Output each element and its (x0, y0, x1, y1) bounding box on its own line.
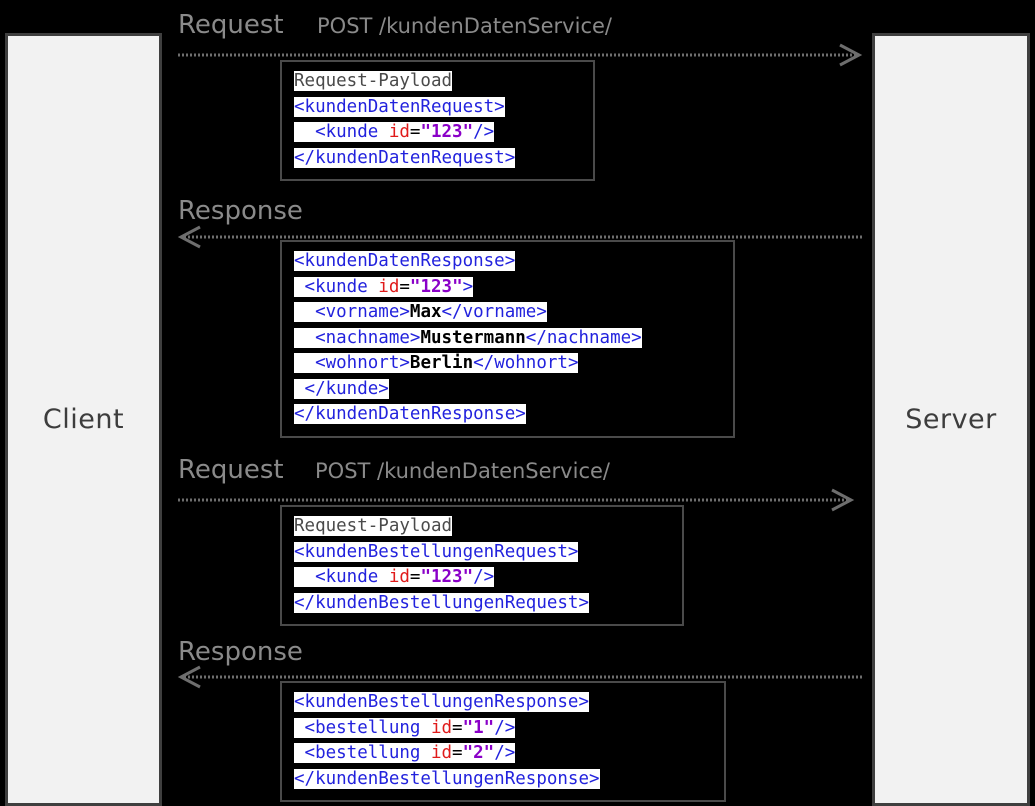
note-payload-response-2: <kundenBestellungenResponse> <bestellung… (280, 681, 726, 802)
code-line: </kunde> (294, 378, 389, 399)
participant-client: Client (5, 33, 162, 806)
code-line: <kunde id="123"> (294, 276, 474, 297)
arrow-response-1 (177, 225, 862, 249)
message-sublabel-request-1: POST /kundenDatenService/ (317, 14, 612, 38)
participant-server: Server (872, 33, 1030, 806)
message-label-response-1: Response (178, 196, 303, 226)
arrow-request-1 (178, 43, 863, 67)
code-line: <kundenDatenRequest> (294, 96, 505, 117)
code-line: <kunde id="123"/> (294, 122, 495, 142)
code-line: </kundenBestellungenRequest> (294, 592, 590, 613)
code-line: </kundenDatenRequest> (294, 147, 516, 168)
code-line: </kundenDatenResponse> (294, 404, 526, 424)
message-label-request-2: Request (178, 455, 284, 485)
code-line: <kundenDatenResponse> (294, 251, 516, 271)
arrow-response-2 (177, 665, 862, 689)
participant-client-label: Client (42, 404, 125, 435)
message-sublabel-request-2: POST /kundenDatenService/ (315, 459, 610, 483)
code-line: <wohnort>Berlin</wohnort> (294, 353, 579, 373)
note-payload-response-1: <kundenDatenResponse> <kunde id="123"> <… (280, 240, 735, 438)
message-label-request-1: Request (178, 10, 284, 40)
code-line: <kunde id="123"/> (294, 567, 495, 587)
code-line: </kundenBestellungenResponse> (294, 768, 600, 789)
code-line: <bestellung id="2"/> (294, 743, 516, 763)
participant-server-label: Server (905, 404, 997, 435)
code-line: <bestellung id="1"/> (294, 717, 516, 738)
message-label-response-2: Response (178, 637, 303, 667)
note-payload-request-2: Request-Payload <kundenBestellungenReque… (280, 505, 684, 626)
code-line: <nachname>Mustermann</nachname> (294, 327, 642, 348)
arrow-request-2 (178, 488, 855, 512)
code-line: <kundenBestellungenResponse> (294, 692, 590, 712)
code-line: <vorname>Max</vorname> (294, 302, 547, 322)
note-payload-request-1: Request-Payload <kundenDatenRequest> <ku… (280, 60, 595, 181)
code-caption: Request-Payload (294, 516, 453, 536)
code-caption: Request-Payload (294, 71, 453, 91)
code-line: <kundenBestellungenRequest> (294, 541, 579, 562)
